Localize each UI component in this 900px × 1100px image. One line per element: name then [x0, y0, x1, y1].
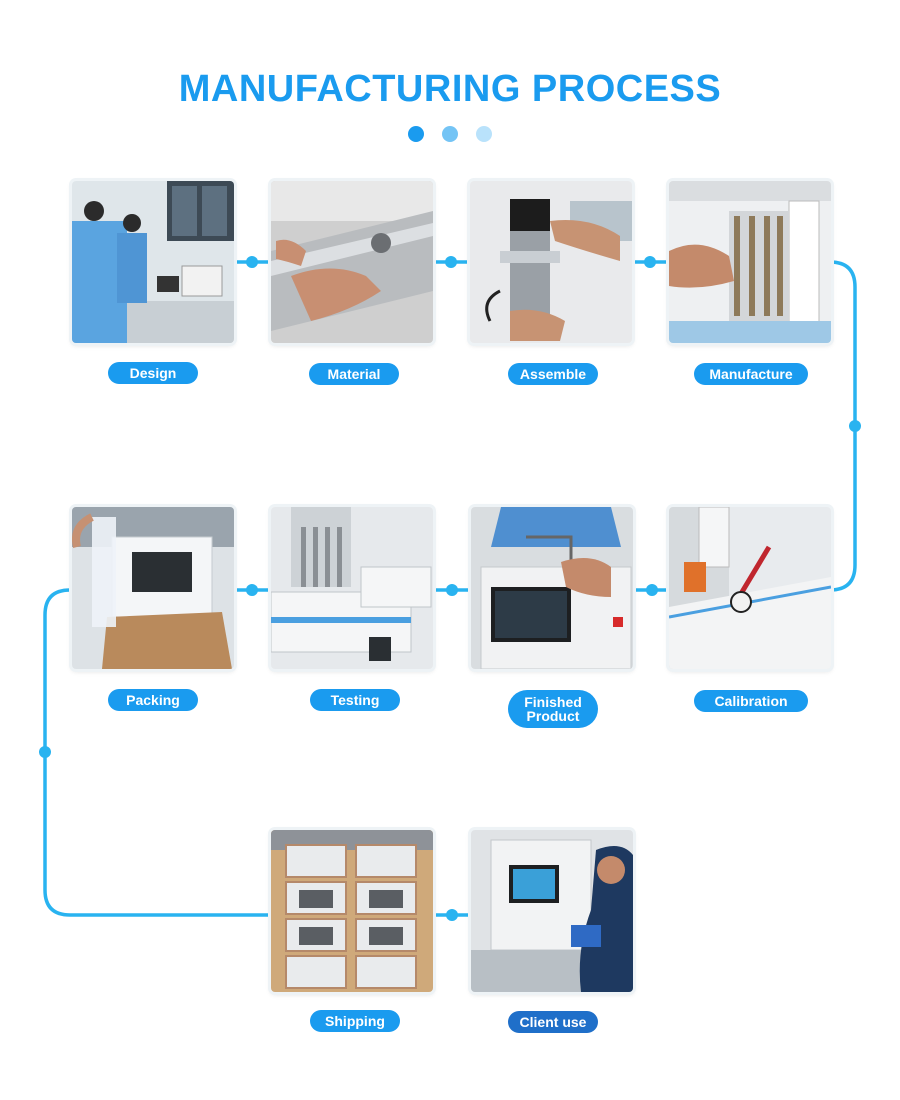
step-label-packing: Packing	[108, 689, 198, 711]
connector-node	[246, 256, 258, 268]
connector-node	[646, 584, 658, 596]
decor-dot-2	[442, 126, 458, 142]
photo-testing	[271, 507, 433, 669]
step-label-assemble: Assemble	[508, 363, 598, 385]
step-label-finished-product: Finished Product	[508, 690, 598, 728]
photo-calibration	[669, 507, 831, 669]
step-label-manufacture: Manufacture	[694, 363, 808, 385]
connector-node	[446, 584, 458, 596]
photo-assemble	[470, 181, 632, 343]
photo-finished-product	[471, 507, 633, 669]
page-title: MANUFACTURING PROCESS	[178, 68, 722, 110]
decor-dot-1	[408, 126, 424, 142]
step-label-client-use: Client use	[508, 1011, 598, 1033]
step-label-material: Material	[309, 363, 399, 385]
step-label-design: Design	[108, 362, 198, 384]
connector-node	[445, 256, 457, 268]
connector-node	[849, 420, 861, 432]
connector-node	[446, 909, 458, 921]
photo-manufacture	[669, 181, 831, 343]
connector-node	[246, 584, 258, 596]
photo-material	[271, 181, 433, 343]
connector-node	[644, 256, 656, 268]
step-label-testing: Testing	[310, 689, 400, 711]
photo-packing	[72, 507, 234, 669]
step-label-calibration: Calibration	[694, 690, 808, 712]
photo-design	[72, 181, 234, 343]
photo-client-use	[471, 830, 633, 992]
step-label-shipping: Shipping	[310, 1010, 400, 1032]
photo-shipping	[271, 830, 433, 992]
connector-node	[39, 746, 51, 758]
decor-dot-3	[476, 126, 492, 142]
